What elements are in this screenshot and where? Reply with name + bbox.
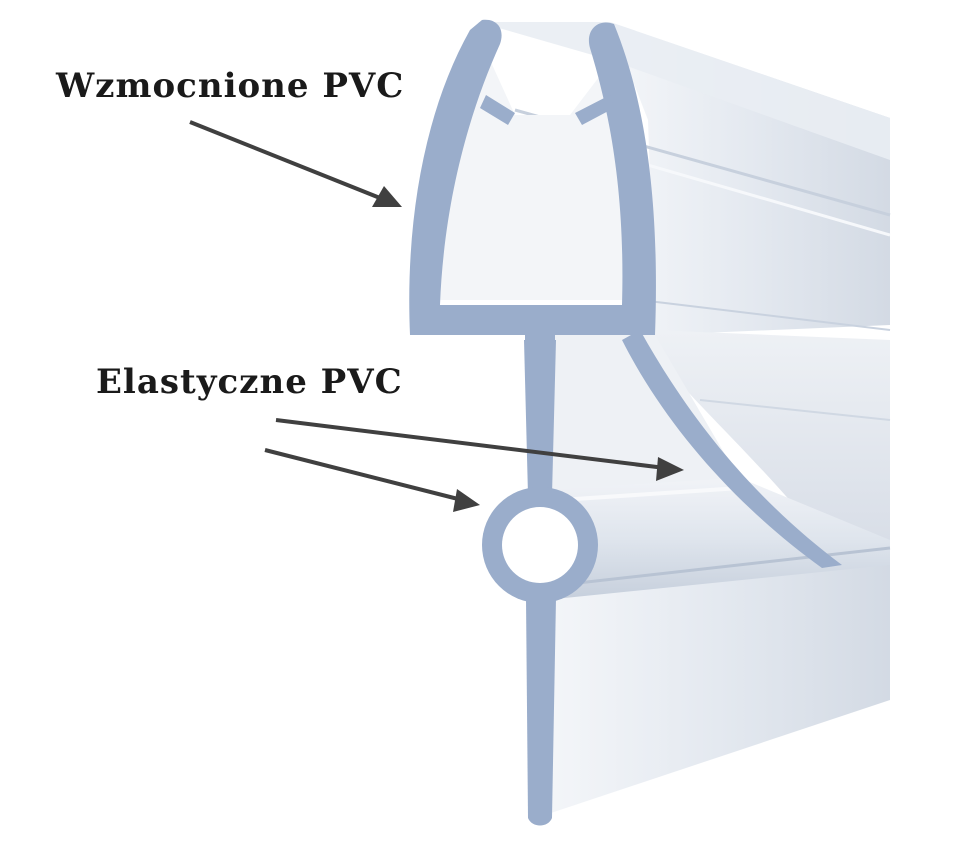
lower-strip-section bbox=[526, 598, 556, 826]
reinforced-clip-section bbox=[409, 19, 656, 345]
upper-ridge-line bbox=[639, 299, 891, 331]
clip-barb-right bbox=[575, 95, 614, 125]
elastic-fin-section bbox=[622, 330, 842, 568]
elastic-pvc-label: Elastyczne PVC bbox=[96, 362, 403, 402]
arrow-elastic-fin bbox=[275, 418, 684, 481]
lower-strip-body bbox=[545, 560, 890, 815]
elastic-fin-body bbox=[652, 330, 890, 565]
fin-ridge-line bbox=[699, 399, 891, 421]
reinforced-pvc-label: Wzmocnione PVC bbox=[56, 66, 405, 106]
arrow-elastic-bulb bbox=[264, 448, 480, 512]
upper-clip-lip bbox=[478, 22, 890, 160]
bulb-body bbox=[540, 478, 890, 600]
bulb-hollow bbox=[502, 507, 578, 583]
clip-barb-left bbox=[480, 95, 515, 125]
bulb-ridge-line bbox=[559, 486, 741, 502]
arrow-reinforced bbox=[189, 120, 402, 207]
stem-section bbox=[524, 340, 556, 495]
bulb-ridge-line bbox=[559, 546, 891, 587]
